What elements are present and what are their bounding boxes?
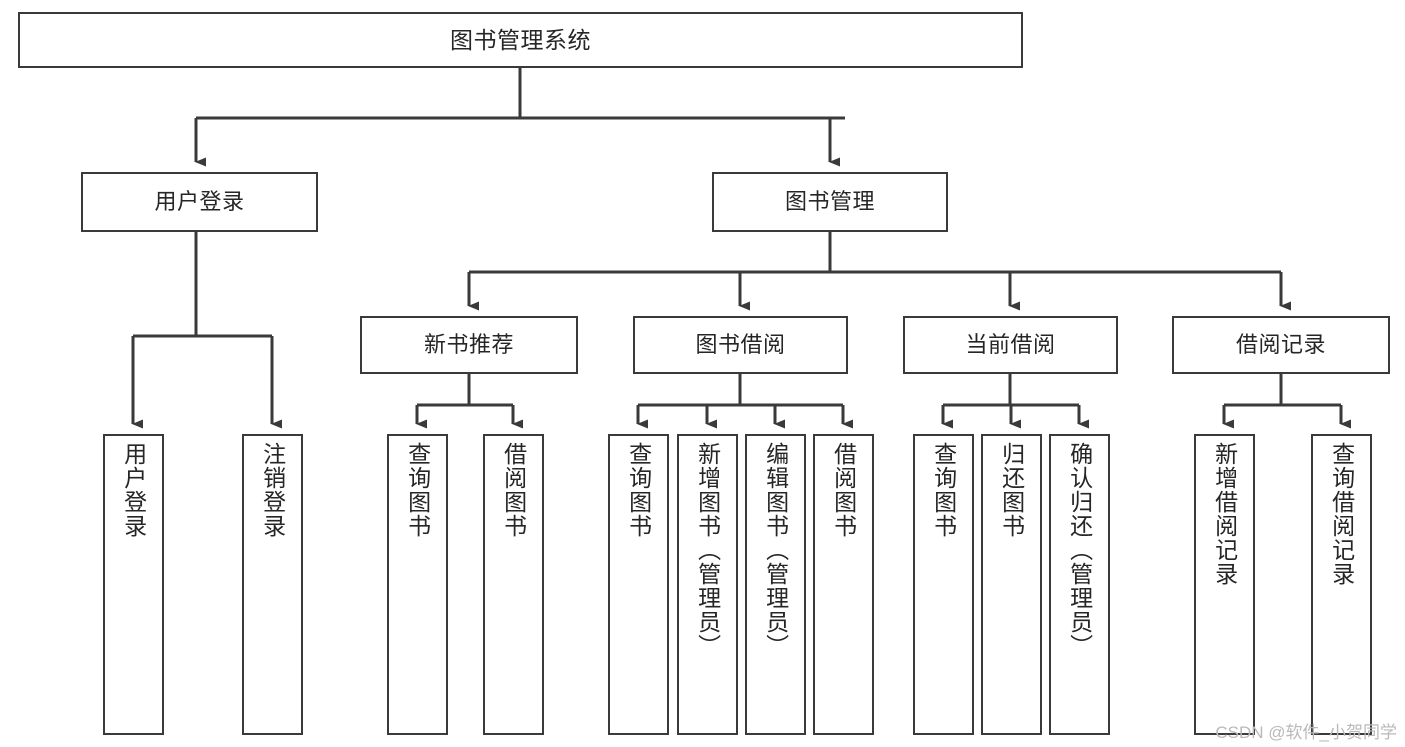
leaf-confirm-return-label: 确认归还（管理员） bbox=[1066, 442, 1093, 658]
leaf-return-book-label: 归还图书 bbox=[998, 442, 1025, 538]
leaf-query-book-3[interactable]: 查询图书 bbox=[913, 434, 974, 735]
leaf-user-logout-label: 注销登录 bbox=[259, 442, 286, 538]
leaf-query-book-2-label: 查询图书 bbox=[625, 442, 652, 538]
leaf-query-record[interactable]: 查询借阅记录 bbox=[1311, 434, 1372, 735]
node-user-login-label: 用户登录 bbox=[154, 188, 245, 214]
leaf-query-book-2[interactable]: 查询图书 bbox=[608, 434, 669, 735]
leaf-query-book-1[interactable]: 查询图书 bbox=[387, 434, 448, 735]
leaf-borrow-book-2[interactable]: 借阅图书 bbox=[813, 434, 874, 735]
leaf-edit-book[interactable]: 编辑图书（管理员） bbox=[745, 434, 806, 735]
leaf-confirm-return[interactable]: 确认归还（管理员） bbox=[1049, 434, 1110, 735]
leaf-add-book-label: 新增图书（管理员） bbox=[694, 442, 721, 658]
node-new-book-recommend-label: 新书推荐 bbox=[423, 331, 514, 357]
node-book-management[interactable]: 图书管理 bbox=[712, 172, 948, 232]
node-book-management-label: 图书管理 bbox=[784, 188, 875, 214]
node-new-book-recommend[interactable]: 新书推荐 bbox=[360, 316, 578, 374]
node-root-system[interactable]: 图书管理系统 bbox=[18, 12, 1023, 68]
leaf-user-logout[interactable]: 注销登录 bbox=[242, 434, 303, 735]
node-root-system-label: 图书管理系统 bbox=[450, 26, 591, 53]
leaf-user-login-label: 用户登录 bbox=[120, 442, 147, 538]
node-book-borrow[interactable]: 图书借阅 bbox=[633, 316, 848, 374]
leaf-add-record[interactable]: 新增借阅记录 bbox=[1194, 434, 1255, 735]
node-user-login[interactable]: 用户登录 bbox=[81, 172, 318, 232]
node-current-borrow-label: 当前借阅 bbox=[965, 331, 1056, 357]
leaf-borrow-book-1[interactable]: 借阅图书 bbox=[483, 434, 544, 735]
leaf-query-book-1-label: 查询图书 bbox=[404, 442, 431, 538]
csdn-watermark: CSDN @软件_小贺同学 bbox=[1215, 723, 1397, 742]
leaf-query-book-3-label: 查询图书 bbox=[930, 442, 957, 538]
leaf-edit-book-label: 编辑图书（管理员） bbox=[762, 442, 789, 658]
leaf-user-login[interactable]: 用户登录 bbox=[103, 434, 164, 735]
node-borrow-record-label: 借阅记录 bbox=[1235, 331, 1326, 357]
node-current-borrow[interactable]: 当前借阅 bbox=[903, 316, 1118, 374]
leaf-add-record-label: 新增借阅记录 bbox=[1211, 442, 1238, 586]
node-book-borrow-label: 图书借阅 bbox=[695, 331, 786, 357]
leaf-return-book[interactable]: 归还图书 bbox=[981, 434, 1042, 735]
leaf-add-book[interactable]: 新增图书（管理员） bbox=[677, 434, 738, 735]
leaf-query-record-label: 查询借阅记录 bbox=[1328, 442, 1355, 586]
leaf-borrow-book-2-label: 借阅图书 bbox=[830, 442, 857, 538]
node-borrow-record[interactable]: 借阅记录 bbox=[1172, 316, 1390, 374]
leaf-borrow-book-1-label: 借阅图书 bbox=[500, 442, 527, 538]
